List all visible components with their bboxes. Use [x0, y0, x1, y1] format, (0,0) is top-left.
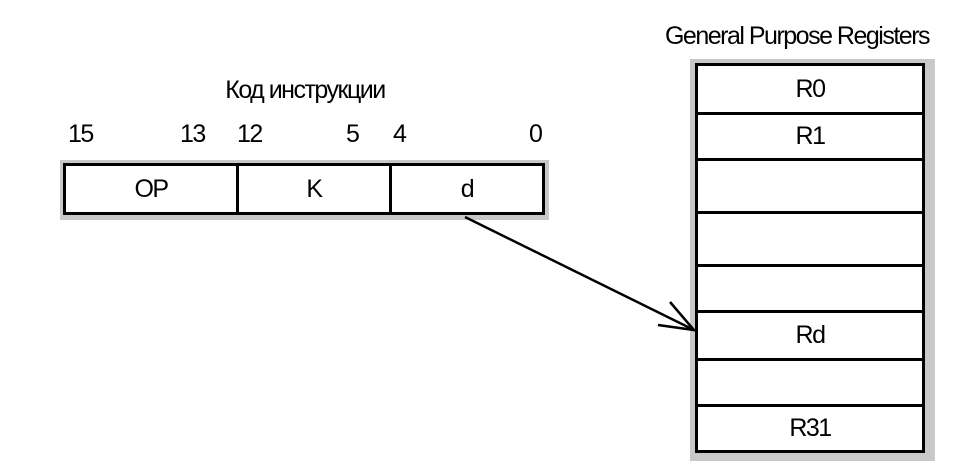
register-row — [698, 361, 922, 407]
field-op: OP — [134, 174, 169, 203]
bit-label-0: 0 — [529, 120, 543, 148]
bit-label-4: 4 — [393, 120, 407, 148]
bit-label-12: 12 — [237, 120, 263, 148]
register-row-r0: R0 — [698, 66, 922, 115]
register-file: R0 R1 Rd R31 — [695, 63, 925, 453]
field-d: d — [389, 166, 542, 212]
instruction-title: Код инструкции — [225, 76, 386, 104]
arrow-shaft — [464, 215, 695, 332]
field-k: K — [236, 166, 389, 212]
arrow-head — [657, 301, 698, 332]
register-row-rd: Rd — [698, 313, 922, 361]
register-file-title: General Purpose Registers — [664, 22, 931, 50]
bit-label-13: 13 — [180, 120, 206, 148]
instruction-word: OP K d — [63, 163, 545, 215]
register-row-r31: R31 — [789, 414, 832, 442]
register-row — [698, 214, 922, 267]
register-row — [698, 267, 922, 313]
bit-label-5: 5 — [346, 120, 360, 148]
register-row — [698, 161, 922, 214]
register-row-r1: R1 — [698, 115, 922, 161]
bit-label-15: 15 — [68, 120, 94, 148]
